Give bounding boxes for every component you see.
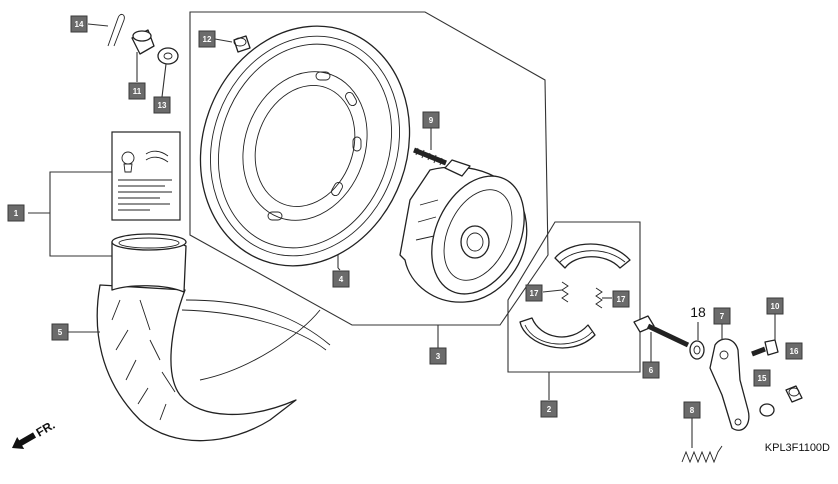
callout-4: 4	[332, 270, 350, 288]
callout-15-label: 15	[758, 374, 767, 383]
manual-illustration	[111, 131, 181, 221]
callout-10: 10	[766, 297, 784, 315]
brake-shoe-upper-illustration	[554, 243, 631, 269]
callout-11-label: 11	[133, 87, 142, 96]
leader-1	[49, 171, 112, 257]
callout-15: 15	[753, 369, 771, 387]
wheel-assembly-outline	[189, 11, 549, 326]
rim-illustration	[199, 25, 411, 267]
brake-shoe-outline	[507, 221, 641, 373]
brake-shoe-lower-illustration	[519, 317, 596, 349]
callout-14-label: 14	[75, 20, 84, 29]
leader-lines	[68, 23, 776, 448]
callout-1: 1	[7, 204, 25, 222]
callout-17-left: 17	[525, 284, 543, 302]
callout-4-label: 4	[339, 275, 344, 284]
callout-6: 6	[642, 361, 660, 379]
callout-8: 8	[683, 401, 701, 419]
callout-16: 16	[785, 342, 803, 360]
return-spring-illustration	[681, 445, 723, 464]
castle-nut-illustration	[131, 29, 155, 55]
callout-14: 14	[70, 15, 88, 33]
callout-8-label: 8	[690, 406, 695, 415]
brake-cam-illustration	[633, 315, 690, 348]
callout-2: 2	[540, 400, 558, 418]
callout-16-label: 16	[790, 347, 799, 356]
brake-arm-illustration	[709, 338, 750, 431]
arrow-icon	[12, 432, 37, 450]
callout-7-label: 7	[720, 312, 725, 321]
label-18: 18	[690, 304, 706, 320]
bolt-10-illustration	[751, 339, 779, 357]
callout-3: 3	[429, 347, 447, 365]
indicator-plate-illustration	[689, 340, 705, 360]
callout-5-label: 5	[58, 328, 63, 337]
figure-code: KPL3F1100D	[765, 442, 830, 454]
callout-12: 12	[198, 30, 216, 48]
callout-17-right: 17	[612, 290, 630, 308]
callout-17-left-label: 17	[530, 289, 539, 298]
callout-5: 5	[51, 323, 69, 341]
callout-13: 13	[153, 96, 171, 114]
front-direction-arrow: FR.	[12, 418, 58, 450]
hub-illustration	[399, 159, 528, 303]
callout-6-label: 6	[649, 366, 654, 375]
spring-17-right-illustration	[595, 287, 603, 309]
callout-11: 11	[128, 82, 146, 100]
nut-16-illustration	[785, 385, 803, 403]
callout-2-label: 2	[547, 405, 552, 414]
callout-7: 7	[713, 307, 731, 325]
washer-illustration	[157, 47, 179, 65]
pin-15-illustration	[759, 403, 775, 417]
callout-12-label: 12	[203, 35, 212, 44]
tire-illustration	[96, 233, 331, 442]
stud-bolt-illustration	[413, 147, 447, 166]
callout-9-label: 9	[429, 116, 434, 125]
callout-13-label: 13	[158, 101, 167, 110]
callout-10-label: 10	[771, 302, 780, 311]
cotter-pin-illustration	[107, 13, 125, 47]
front-direction-label: FR.	[34, 418, 58, 440]
callout-3-label: 3	[436, 352, 441, 361]
spring-17-left-illustration	[561, 281, 569, 303]
callout-9: 9	[422, 111, 440, 129]
callout-1-label: 1	[14, 209, 19, 218]
nut-12-illustration	[233, 35, 251, 53]
callout-17-right-label: 17	[617, 295, 626, 304]
